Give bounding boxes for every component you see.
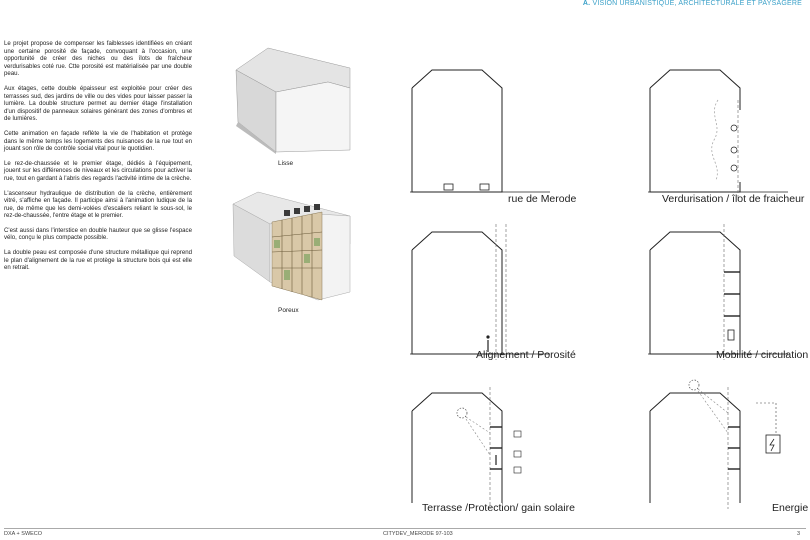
- section-diagram: [648, 224, 788, 360]
- diagram-label: Terrasse /Protection/ gain solaire: [422, 502, 575, 514]
- paragraph: Le rez-de-chaussée et le premier étage, …: [4, 159, 192, 182]
- page-number: 3: [797, 531, 801, 537]
- diagram-rue-de-merode: [410, 69, 550, 200]
- body-text: Le projet propose de compenser les faibl…: [4, 40, 192, 279]
- diagram-mobilite: [648, 224, 788, 362]
- diagram-verdurisation: [648, 69, 788, 200]
- footer-center: CITYDEV_MERODE 97-103: [383, 531, 453, 537]
- section-diagram: [410, 69, 550, 193]
- render-caption: Lisse: [278, 160, 294, 167]
- render-caption: Poreux: [278, 307, 299, 314]
- section-diagram: [649, 379, 781, 509]
- page-header: A. VISION URBANISTIQUE, ARCHITECTURALE E…: [583, 0, 802, 7]
- render-lisse: [228, 40, 353, 155]
- section-diagram: [648, 69, 788, 198]
- paragraph: C'est aussi dans l'interstice en double …: [4, 226, 192, 242]
- footer-left: DXA + SWECO: [4, 531, 43, 537]
- paragraph: La double peau est composée d'une struct…: [4, 249, 192, 272]
- header-title: VISION URBANISTIQUE, ARCHITECTURALE ET P…: [592, 0, 802, 7]
- diagram-label: Alignement / Porosité: [476, 349, 576, 361]
- section-diagram: [410, 224, 550, 360]
- header-prefix: A.: [582, 0, 591, 7]
- paragraph: L'ascenseur hydraulique de distribution …: [4, 189, 192, 220]
- paragraph: Aux étages, cette double épaisseur est e…: [4, 84, 192, 123]
- diagram-label: Energie: [772, 502, 809, 514]
- diagram-alignement: [410, 224, 550, 362]
- section-diagram: [411, 387, 522, 509]
- render-poreux: [228, 182, 353, 302]
- paragraph: Le projet propose de compenser les faibl…: [4, 40, 192, 78]
- diagram-label: rue de Merode: [508, 193, 577, 205]
- facade-poreux-image: [232, 191, 351, 301]
- paragraph: Cette animation en façade reflète la vie…: [4, 129, 192, 153]
- footer-divider: [4, 528, 806, 529]
- diagram-energie: [648, 379, 788, 523]
- diagram-label: Verdurisation / îlot de fraicheur: [662, 193, 805, 205]
- diagram-label: Mobilité / circulation: [716, 349, 809, 361]
- diagram-terrasse: [410, 387, 550, 523]
- facade-lisse-image: [235, 47, 351, 154]
